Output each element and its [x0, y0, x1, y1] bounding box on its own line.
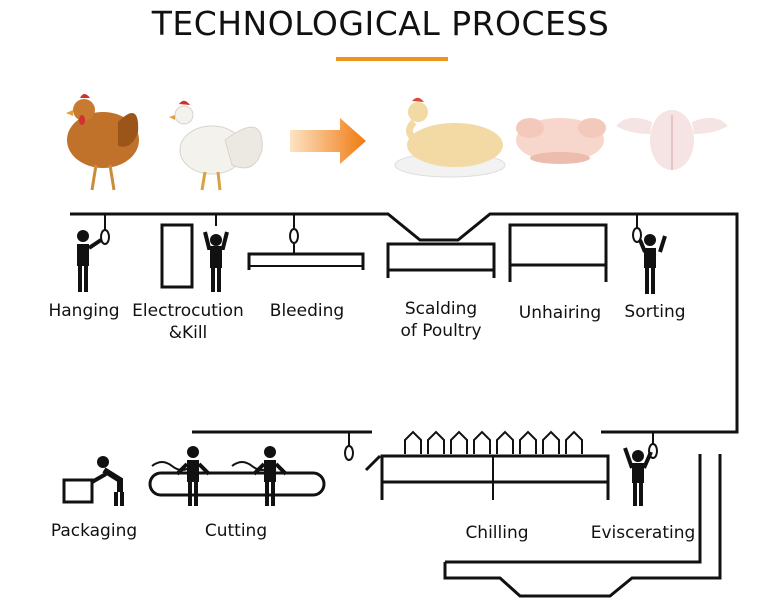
brown-hen-image	[66, 94, 139, 191]
unhairing-machine-icon	[508, 223, 608, 282]
scalding-tank-icon	[386, 242, 496, 278]
label-scalding-of-poultry: of Poultry	[400, 321, 482, 341]
sorting-worker-icon	[632, 214, 667, 294]
shackle-hook-icon	[344, 432, 354, 461]
label-sorting: Sorting	[624, 302, 686, 322]
label-chilling: Chilling	[465, 523, 529, 543]
label-unhairing: Unhairing	[518, 303, 602, 323]
scalded-chicken-image	[394, 97, 506, 178]
page-title: TECHNOLOGICAL PROCESS	[151, 4, 610, 43]
label-packaging: Packaging	[50, 521, 138, 541]
label-eviscerating: Eviscerating	[590, 523, 696, 543]
label-cutting: Cutting	[204, 521, 268, 541]
carcass-image	[616, 110, 728, 170]
label-hanging: Hanging	[48, 301, 120, 321]
label-bleeding: Bleeding	[269, 301, 345, 321]
label-electrocution-kill: &Kill	[168, 323, 208, 343]
bleeding-trough-icon	[247, 214, 365, 270]
eviscerating-worker-icon	[623, 432, 658, 506]
arrow-right-icon	[290, 118, 366, 164]
overhead-conveyor-top	[70, 212, 739, 434]
plucked-chicken-image	[516, 118, 606, 164]
cutting-conveyor-icon	[148, 446, 326, 506]
white-rooster-image	[169, 100, 263, 191]
electrocution-station-icon	[160, 214, 229, 292]
label-scalding: Scalding	[404, 299, 478, 319]
title-underline	[336, 57, 448, 61]
lower-conveyor	[443, 454, 722, 598]
label-electrocution: Electrocution	[132, 301, 244, 321]
packaging-worker-icon	[62, 456, 124, 506]
chilling-tank-icon	[364, 430, 610, 500]
hanging-worker-icon	[77, 214, 110, 292]
